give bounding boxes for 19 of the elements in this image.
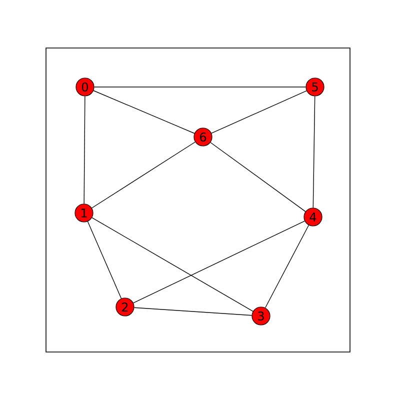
edge-line <box>134 307 252 316</box>
graph-node: 3 <box>252 306 270 326</box>
edge-line <box>92 217 254 312</box>
edge-line <box>92 142 196 208</box>
edge-line <box>210 142 306 212</box>
graph-node: 4 <box>304 208 322 226</box>
edge-line <box>312 96 316 208</box>
graph-node: 6 <box>194 128 212 146</box>
graph-node: 2 <box>116 298 134 316</box>
edge-line <box>211 90 307 134</box>
edge-line <box>87 221 122 299</box>
graph-node: 0 <box>76 78 94 96</box>
edge-line <box>94 86 306 88</box>
graph-node: 1 <box>74 204 94 222</box>
edge-line <box>264 224 310 308</box>
graph-node: 5 <box>306 78 324 96</box>
edge-line <box>133 220 305 304</box>
edge-line <box>84 96 86 204</box>
edge-line <box>93 90 195 134</box>
